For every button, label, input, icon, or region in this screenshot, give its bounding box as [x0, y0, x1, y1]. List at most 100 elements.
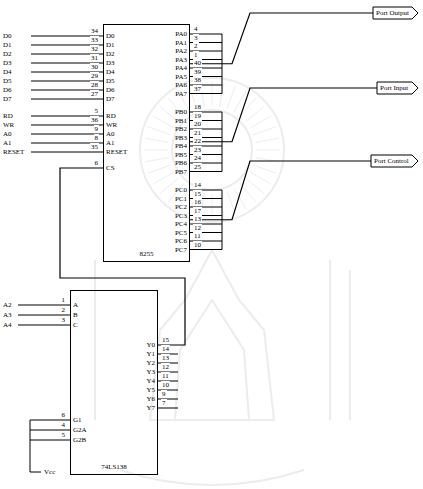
- pin-name: B: [73, 311, 78, 319]
- pin-name: CS: [106, 164, 115, 172]
- pin-number: 33: [90, 36, 99, 44]
- pin-name: PB1: [175, 117, 187, 125]
- pin-name: G1: [73, 416, 82, 424]
- signal-label: D3: [3, 59, 12, 67]
- flag-shape: [377, 82, 418, 94]
- flag-shape: [373, 7, 418, 19]
- pin-name: PC1: [175, 195, 187, 203]
- emblem-ray: [212, 194, 213, 218]
- pin-name: PB7: [175, 168, 187, 176]
- pin-number: 2: [193, 42, 199, 50]
- signal-label: WR: [3, 121, 14, 129]
- pin-number: 19: [193, 112, 202, 120]
- pin-number: 15: [161, 336, 170, 344]
- pin-wire: [31, 134, 103, 135]
- pin-number: 32: [90, 45, 99, 53]
- pin-number: 36: [90, 116, 99, 124]
- pin-name: PC4: [175, 220, 187, 228]
- pin-name: PB4: [175, 142, 187, 150]
- pin-number: 21: [193, 129, 202, 137]
- pin-name: RD: [106, 112, 116, 120]
- emblem-ray: [240, 98, 255, 116]
- pin-number: 13: [161, 354, 170, 362]
- pin-name: PA4: [175, 64, 187, 72]
- pin-name: PA7: [175, 90, 187, 98]
- pin-name: A0: [106, 130, 115, 138]
- port-flag: Port Control: [371, 155, 418, 167]
- pin-name: PA6: [175, 81, 187, 89]
- pin-number: 8: [94, 134, 100, 142]
- emblem-base: [120, 470, 304, 485]
- pin-name: PC7: [175, 246, 187, 254]
- pin-name: D2: [106, 50, 115, 58]
- signal-label: D4: [3, 68, 12, 76]
- pin-name: D6: [106, 86, 115, 94]
- signal-label: D6: [3, 86, 12, 94]
- signal-label: D5: [3, 77, 12, 85]
- emblem-ray: [250, 116, 271, 128]
- pin-wire: [190, 249, 222, 250]
- pin-wire: [31, 125, 103, 126]
- emblem-ray: [234, 91, 246, 112]
- pin-number: 11: [161, 372, 170, 380]
- pin-name: PB0: [175, 108, 187, 116]
- pin-wire: [31, 152, 103, 153]
- pin-number: 24: [193, 154, 202, 162]
- pin-number: 38: [193, 76, 202, 84]
- pin-name: PB2: [175, 125, 187, 133]
- pin-number: 12: [161, 363, 170, 371]
- pin-number: 3: [193, 34, 199, 42]
- emblem-ray: [145, 138, 169, 142]
- signal-label: RESET: [3, 148, 24, 156]
- decoder-chip: 74LS138: [70, 290, 158, 475]
- node-title: 74LS138: [101, 463, 127, 471]
- pin-number: 31: [90, 54, 99, 62]
- pin-name: G2A: [73, 426, 87, 434]
- node-title: Port Input: [380, 84, 408, 92]
- pin-number: 4: [193, 25, 199, 33]
- signal-label: D7: [3, 95, 12, 103]
- pin-number: 13: [193, 215, 202, 223]
- pin-number: 34: [90, 27, 99, 35]
- pin-wire: [158, 408, 178, 409]
- pin-number: 9: [94, 125, 100, 133]
- pin-number: 14: [193, 181, 202, 189]
- pin-number: 20: [193, 120, 202, 128]
- port-flag: Port Input: [377, 82, 418, 94]
- pin-name: Y7: [146, 404, 155, 412]
- signal-label: A2: [3, 301, 12, 309]
- pin-number: 9: [161, 390, 167, 398]
- pin-number: 30: [90, 63, 99, 71]
- emblem-ray: [246, 178, 264, 193]
- node-title: 8255: [140, 250, 154, 258]
- tie-line: [30, 420, 31, 472]
- pin-name: PC0: [175, 186, 187, 194]
- pin-wire: [31, 99, 103, 100]
- emblem-ring: [140, 78, 284, 222]
- pin-name: WR: [106, 121, 117, 129]
- pin-wire: [30, 440, 70, 441]
- emblem-ray: [250, 172, 271, 184]
- pin-number: 10: [193, 241, 202, 249]
- pin-number: 18: [193, 103, 202, 111]
- pin-name: PA1: [175, 39, 187, 47]
- pin-name: PB3: [175, 134, 187, 142]
- emblem-pillar: [95, 260, 350, 420]
- pin-number: 12: [193, 224, 202, 232]
- emblem-ray: [256, 150, 280, 151]
- pin-name: D7: [106, 95, 115, 103]
- pin-name: Y5: [146, 386, 155, 394]
- pin-name: C: [73, 321, 78, 329]
- pin-number: 37: [193, 85, 202, 93]
- signal-label: A0: [3, 130, 12, 138]
- node-title: Port Output: [376, 9, 409, 17]
- pin-number: 35: [90, 143, 99, 151]
- pin-number: 29: [90, 72, 99, 80]
- pin-number: 17: [193, 207, 202, 215]
- pin-name: D4: [106, 68, 115, 76]
- pin-name: PC6: [175, 237, 187, 245]
- signal-label: A4: [3, 321, 12, 329]
- pin-name: PA3: [175, 56, 187, 64]
- pin-number: 5: [61, 431, 67, 439]
